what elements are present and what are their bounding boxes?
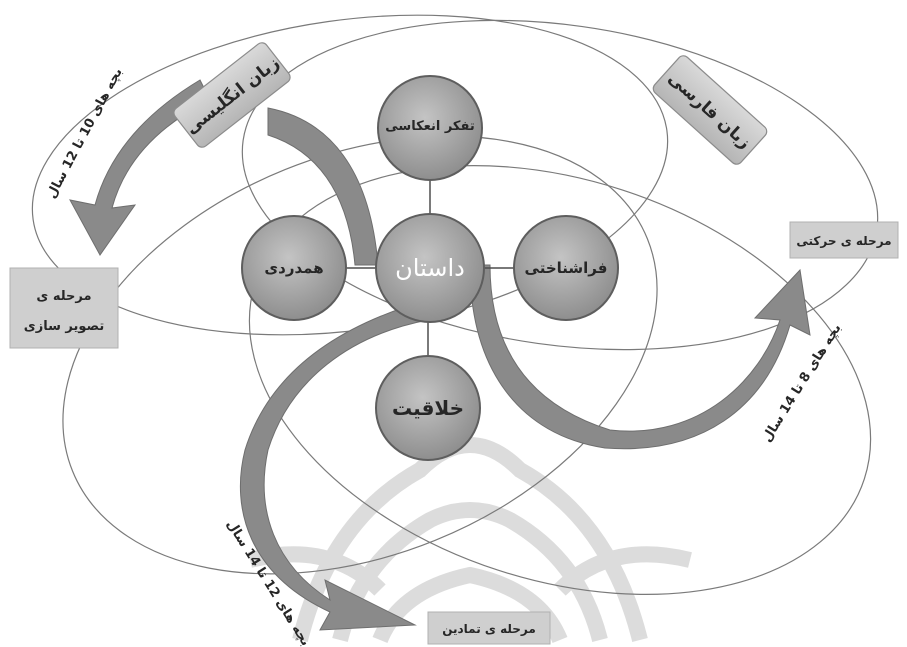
- persian-language-box: زبان فارسی: [652, 55, 768, 165]
- label-right: فراشناختی: [525, 259, 608, 277]
- circle-top: [377, 75, 483, 181]
- circle-center: [375, 213, 485, 323]
- connectors: [347, 180, 516, 355]
- motor-stage-label: مرحله ی حرکتی: [796, 234, 891, 248]
- visualization-stage-line1: مرحله ی: [36, 289, 91, 304]
- label-center: داستان: [395, 254, 465, 282]
- arc-english-to-center: [267, 107, 379, 266]
- concept-circles: [241, 75, 619, 461]
- label-left: همدردی: [264, 259, 323, 277]
- label-bottom: خلاقیت: [392, 396, 464, 420]
- arc-center-to-assimilation: [239, 299, 429, 631]
- visualization-stage-line2: تصویر سازی: [24, 319, 104, 334]
- watermark-rosette: [248, 437, 692, 644]
- ellipse-top-right: [241, 19, 879, 351]
- motor-stage-box: مرحله ی حرکتی: [789, 221, 899, 259]
- circle-bottom: [375, 355, 481, 461]
- arrow-to-visualization: [69, 79, 211, 256]
- arrows: [69, 79, 811, 631]
- ellipse-bottom-left: [62, 135, 658, 575]
- circle-left: [241, 215, 347, 321]
- visualization-stage-box: مرحله ی تصویر سازی: [9, 267, 119, 349]
- assimilation-stage-box: مرحله ی تمادین: [427, 611, 551, 645]
- circle-right: [513, 215, 619, 321]
- label-top-line: تفکر انعکاسی: [385, 119, 474, 134]
- assimilation-stage-label: مرحله ی تمادین: [442, 622, 536, 636]
- arc-center-to-motor: [469, 264, 811, 450]
